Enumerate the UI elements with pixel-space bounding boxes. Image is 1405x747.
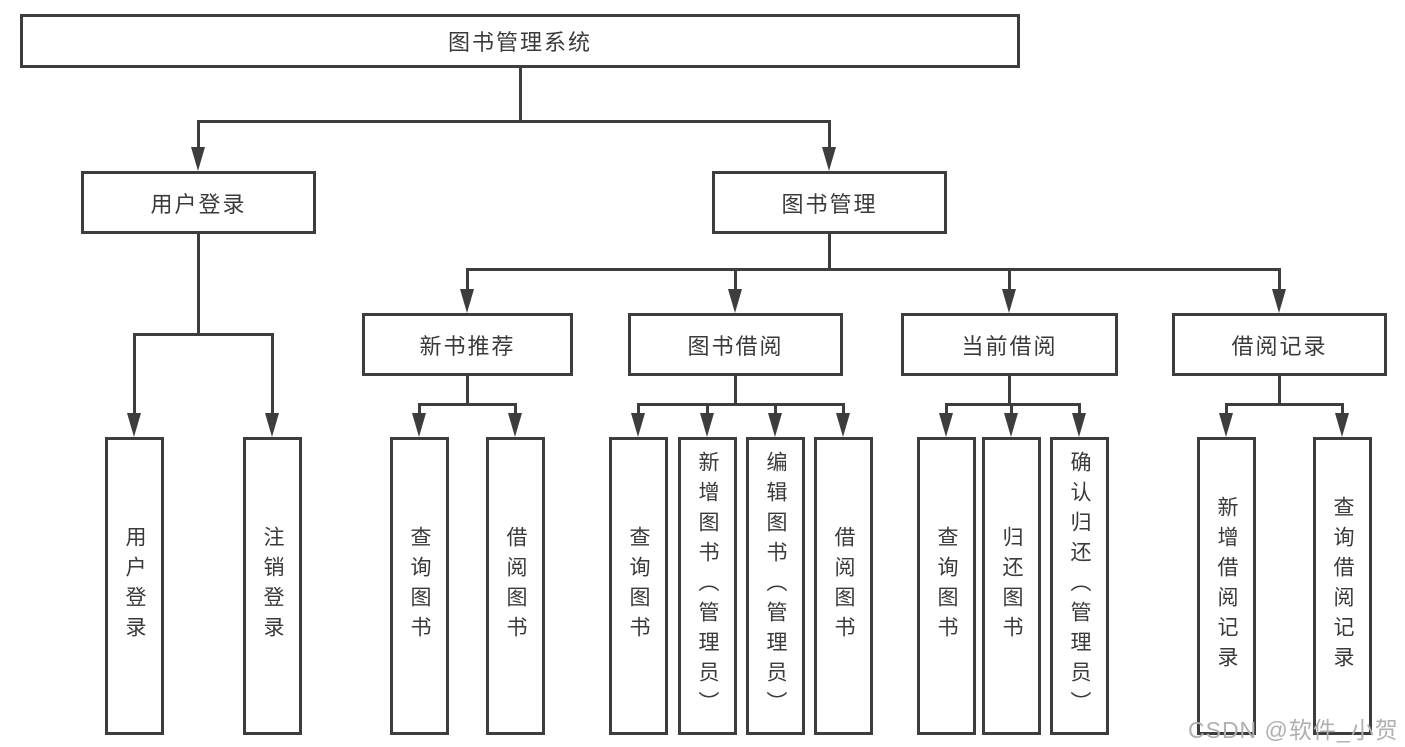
connector-stem-borrowing-records [1278,268,1281,292]
arrow-to-add-record [1219,413,1233,437]
node-root: 图书管理系统 [20,14,1020,68]
connector-stem-query-books-2 [637,403,640,415]
connector-stem-leaf-user-login [133,333,136,415]
connector-stem-return-books [1010,403,1013,415]
leaf-logout: 注销登录 [243,437,302,735]
arrow-to-query-books-1 [412,413,426,437]
leaf-logout-label: 注销登录 [261,526,284,646]
node-user-login-label: 用户登录 [150,191,247,217]
connector-stem-current-borrowing [1008,268,1011,292]
leaf-confirm-return-admin: 确认归还（管理员） [1050,437,1109,735]
arrow-to-new-book [460,289,474,313]
connector-stem-add-books [706,403,709,415]
connector-new-book-hline [418,403,517,406]
connector-borrowing-records-stem2 [1278,376,1281,405]
node-new-book-recommend-label: 新书推荐 [419,333,516,359]
node-book-management: 图书管理 [712,171,947,234]
arrow-to-add-books [700,413,714,437]
connector-current-borrowing-stem2 [1008,376,1011,405]
connector-user-login-stem [197,234,200,335]
arrow-to-confirm-return [1072,413,1086,437]
arrow-to-query-books-2 [631,413,645,437]
node-book-borrowing: 图书借阅 [628,313,843,376]
arrow-to-book-management [822,147,836,171]
node-user-login: 用户登录 [81,171,316,234]
connector-stem-book-borrowing [734,268,737,292]
csdn-watermark: CSDN @软件_小贺同学 [1188,717,1399,743]
leaf-query-books-2-label: 查询图书 [627,526,650,646]
node-new-book-recommend: 新书推荐 [362,313,573,376]
connector-stem-leaf-logout [271,333,274,415]
leaf-add-borrow-record: 新增借阅记录 [1197,437,1256,735]
arrow-to-query-books-3 [939,413,953,437]
arrow-to-leaf-user-login [127,413,141,437]
node-root-label: 图书管理系统 [447,30,592,55]
leaf-add-borrow-record-label: 新增借阅记录 [1215,496,1238,676]
leaf-borrow-books-1-label: 借阅图书 [504,526,527,646]
connector-stem-query-books-1 [418,403,421,415]
leaf-user-login-label: 用户登录 [123,526,146,646]
node-borrowing-records-label: 借阅记录 [1231,333,1328,359]
leaf-borrow-books-2: 借阅图书 [814,437,873,735]
leaf-query-books-1: 查询图书 [390,437,449,735]
connector-user-login-hline [133,333,274,336]
arrow-to-borrow-books-2 [836,413,850,437]
connector-stem-add-record [1225,403,1228,415]
arrow-to-return-books [1004,413,1018,437]
connector-stem-query-books-3 [945,403,948,415]
connector-book-borrowing-stem2 [734,376,737,405]
connector-borrowing-records-hline [1225,403,1344,406]
connector-stem-query-record [1341,403,1344,415]
arrow-to-borrowing-records [1272,289,1286,313]
leaf-borrow-books-2-label: 借阅图书 [832,526,855,646]
leaf-query-books-3: 查询图书 [917,437,976,735]
leaf-add-books-admin: 新增图书（管理员） [678,437,737,735]
connector-book-borrowing-hline [637,403,845,406]
leaf-borrow-books-1: 借阅图书 [486,437,545,735]
leaf-query-borrow-record: 查询借阅记录 [1313,437,1372,735]
node-borrowing-records: 借阅记录 [1172,313,1387,376]
arrow-to-user-login [191,147,205,171]
connector-stem-book-management [828,120,831,150]
connector-book-management-stem [828,234,831,270]
leaf-return-books-label: 归还图书 [1000,526,1023,646]
leaf-confirm-return-admin-label: 确认归还（管理员） [1068,451,1091,721]
leaf-add-books-admin-label: 新增图书（管理员） [696,451,719,721]
arrow-to-current-borrowing [1002,289,1016,313]
connector-book-management-hline [466,268,1281,271]
arrow-to-borrow-books-1 [508,413,522,437]
connector-root-stem [519,68,522,122]
connector-stem-confirm-return [1078,403,1081,415]
node-book-borrowing-label: 图书借阅 [687,333,784,359]
connector-new-book-stem [466,376,469,405]
arrow-to-edit-books [768,413,782,437]
connector-root-hline [197,120,831,123]
connector-stem-borrow-books-1 [514,403,517,415]
leaf-edit-books-admin: 编辑图书（管理员） [746,437,805,735]
node-current-borrowing-label: 当前借阅 [961,333,1058,359]
node-book-management-label: 图书管理 [781,191,878,217]
leaf-edit-books-admin-label: 编辑图书（管理员） [764,451,787,721]
leaf-return-books: 归还图书 [982,437,1041,735]
connector-stem-user-login [197,120,200,150]
connector-stem-new-book [466,268,469,292]
leaf-query-books-2: 查询图书 [609,437,668,735]
leaf-query-books-1-label: 查询图书 [408,526,431,646]
connector-stem-edit-books [774,403,777,415]
arrow-to-query-record [1335,413,1349,437]
node-current-borrowing: 当前借阅 [901,313,1118,376]
leaf-user-login: 用户登录 [105,437,164,735]
connector-stem-borrow-books-2 [842,403,845,415]
arrow-to-leaf-logout [265,413,279,437]
leaf-query-books-3-label: 查询图书 [935,526,958,646]
leaf-query-borrow-record-label: 查询借阅记录 [1331,496,1354,676]
connector-current-borrowing-hline [945,403,1081,406]
arrow-to-book-borrowing [728,289,742,313]
